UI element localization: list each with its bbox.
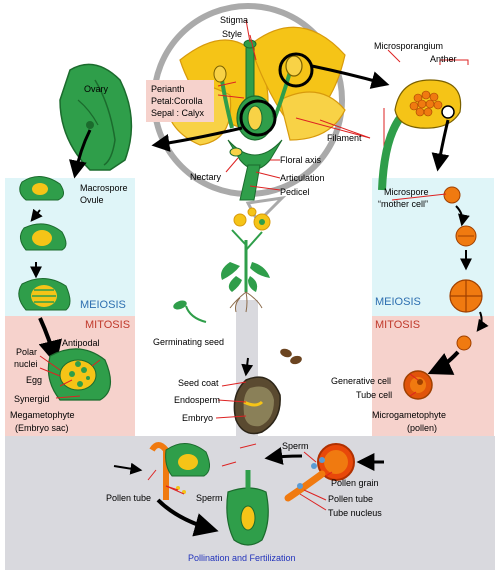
label-endosperm: Endosperm (174, 395, 220, 405)
label-tube-nucleus: Tube nucleus (328, 508, 382, 518)
label-meiosis-right: MEIOSIS (375, 296, 421, 308)
label-pollen-tube-right: Pollen tube (328, 494, 373, 504)
left-anther (213, 65, 227, 83)
mitosis-panel-right (372, 316, 494, 436)
microspore-sequence (403, 186, 489, 400)
label-mother-cell: “mother cell” (378, 199, 428, 209)
label-floral-axis: Floral axis (280, 155, 322, 165)
label-megagametophyte: Megametophyte (10, 410, 75, 420)
label-meiosis-left: MEIOSIS (80, 299, 126, 311)
arrow-to-anther (311, 64, 390, 89)
megagametophyte-drawing (47, 348, 111, 401)
label-sperm-top: Sperm (282, 441, 309, 451)
mature-plant (221, 207, 271, 313)
fertilization-drawings (39, 193, 447, 546)
label-nectary: Nectary (190, 172, 222, 182)
label-microgametophyte: Microgametophyte (372, 410, 446, 420)
label-articulation: Articulation (280, 173, 325, 183)
label-mitosis-left: MITOSIS (85, 319, 130, 331)
label-stigma: Stigma (220, 15, 248, 25)
label-pollen-grain: Pollen grain (331, 478, 379, 488)
label-embryo-sac: (Embryo sac) (15, 423, 69, 433)
label-embryo: Embryo (182, 413, 213, 423)
label-petal-corolla: Petal:Corolla (151, 96, 203, 106)
label-pedicel: Pedicel (280, 187, 310, 197)
label-microspore: Microspore (384, 187, 429, 197)
anther-detail (378, 79, 462, 191)
label-perianth: Perianth (151, 84, 185, 94)
label-generative-cell: Generative cell (331, 376, 391, 386)
label-anther: Anther (430, 54, 457, 64)
perianth-box (146, 80, 214, 122)
label-sperm-left: Sperm (196, 493, 223, 503)
flower-ovule (247, 105, 263, 131)
arrow-to-ovary (151, 126, 243, 152)
label-antipodal: Antipodal (62, 338, 100, 348)
label-germinating-seed: Germinating seed (153, 337, 224, 347)
label-seed-coat: Seed coat (178, 378, 219, 388)
label-nuclei: nuclei (14, 359, 38, 369)
label-filament: Filament (327, 133, 362, 143)
label-synergid: Synergid (14, 394, 50, 404)
label-microsporangium: Microsporangium (374, 41, 443, 51)
label-egg: Egg (26, 375, 42, 385)
label-mitosis-right: MITOSIS (375, 319, 420, 331)
label-macrospore: Macrospore (80, 183, 128, 193)
ovary-detail (59, 63, 133, 179)
label-ovule: Ovule (80, 195, 104, 205)
ovary-focus-circle (239, 99, 277, 137)
flower-pedicel (239, 164, 261, 201)
label-leaders (217, 19, 469, 191)
label-pollen: (pollen) (407, 423, 437, 433)
seed-drawing (215, 357, 281, 435)
label-ovary: Ovary (84, 84, 109, 94)
germinating-seed-drawing (173, 300, 302, 365)
label-pollination-fertilization: Pollination and Fertilization (188, 553, 296, 563)
left-filament (220, 79, 234, 129)
nectary-gland (229, 147, 243, 157)
label-tube-cell: Tube cell (356, 390, 392, 400)
label-style: Style (222, 29, 242, 39)
label-sepal-calyx: Sepal : Calyx (151, 108, 205, 118)
flower-anther (285, 55, 303, 77)
anther-focus-circle (278, 52, 314, 88)
label-pollen-tube-left: Pollen tube (106, 493, 151, 503)
label-polar: Polar (16, 347, 37, 357)
